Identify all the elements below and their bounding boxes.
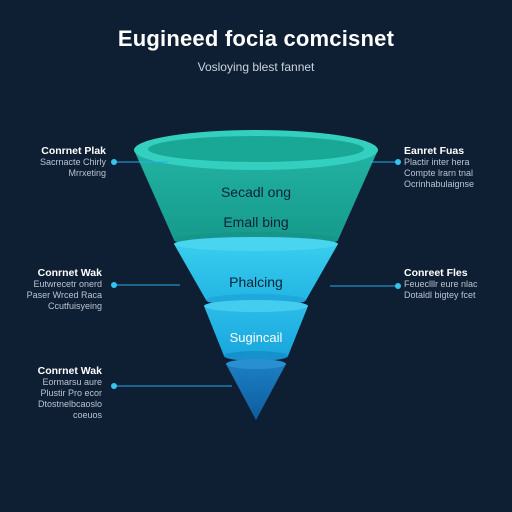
callout-left-1: Conrnet Plak Sacrnacte Chirly Mrrxeting — [8, 146, 106, 179]
callout-right-2-title: Conreet Fles — [404, 267, 468, 279]
callout-right-1-line-2: Compte lrarn tnal — [404, 168, 474, 178]
callout-left-3-title: Conrnet Wak — [37, 365, 102, 377]
right-connectors — [330, 161, 398, 287]
callout-left-3: Conrnet Wak Eormarsu aure Plustir Pro ec… — [8, 366, 102, 421]
callout-right-1-title: Eanret Fuas — [404, 145, 465, 157]
callout-left-1-line-2: Mrrxeting — [68, 168, 106, 178]
tier-2-label: Phalcing — [229, 274, 283, 290]
callout-right-1-line-3: Ocrinhabulaignse — [404, 179, 475, 189]
connector-dot-left-2 — [111, 282, 117, 288]
callout-right-2: Conreet Fles Feueclllr eure nlac Dotaldl… — [404, 268, 506, 301]
page-title: Eugineed focia comcisnet — [117, 26, 395, 51]
callout-left-1-line-1: Sacrnacte Chirly — [39, 157, 106, 167]
callout-left-2-line-3: Ccutfuisyeing — [47, 301, 102, 311]
callout-right-2-line-2: Dotaldl bigtey fcet — [404, 290, 476, 300]
callout-left-3-line-4: coeuos — [72, 410, 102, 420]
callout-left-2-title: Conrnet Wak — [37, 267, 102, 279]
callout-left-3-line-1: Eormarsu aure — [42, 377, 102, 387]
callout-left-2-line-2: Paser Wrced Raca — [26, 290, 102, 300]
connector-dot-left-1 — [111, 159, 117, 165]
connector-dot-right-1 — [395, 159, 401, 165]
funnel-tier-3 — [204, 300, 308, 361]
tier-1-label-a: Secadl ong — [220, 184, 292, 200]
funnel-tier-4 — [226, 359, 286, 420]
callout-left-3-line-2: Plustir Pro ecor — [40, 388, 102, 398]
tier-1-label-b: Emall bing — [223, 214, 289, 230]
connector-dot-right-2 — [395, 283, 401, 289]
funnel-tier-1 — [134, 130, 378, 248]
callout-left-1-title: Conrnet Plak — [41, 145, 106, 157]
callout-right-2-line-1: Feueclllr eure nlac — [404, 279, 478, 289]
callout-left-2-line-1: Eutwrecetr onerd — [33, 279, 102, 289]
callout-left-3-line-3: Dtostnelbcaoslo — [37, 399, 102, 409]
callout-right-1: Eanret Fuas Plactir inter hera Compte lr… — [404, 146, 506, 190]
connector-dot-left-3 — [111, 383, 117, 389]
tier-3-label: Sugincail — [229, 330, 283, 345]
callout-left-2: Conrnet Wak Eutwrecetr onerd Paser Wrced… — [8, 268, 102, 312]
left-connectors — [114, 161, 232, 387]
callout-right-1-line-1: Plactir inter hera — [404, 157, 470, 167]
page-subtitle: Vosloying blest fannet — [197, 60, 315, 74]
funnel-tier-2 — [174, 237, 338, 306]
